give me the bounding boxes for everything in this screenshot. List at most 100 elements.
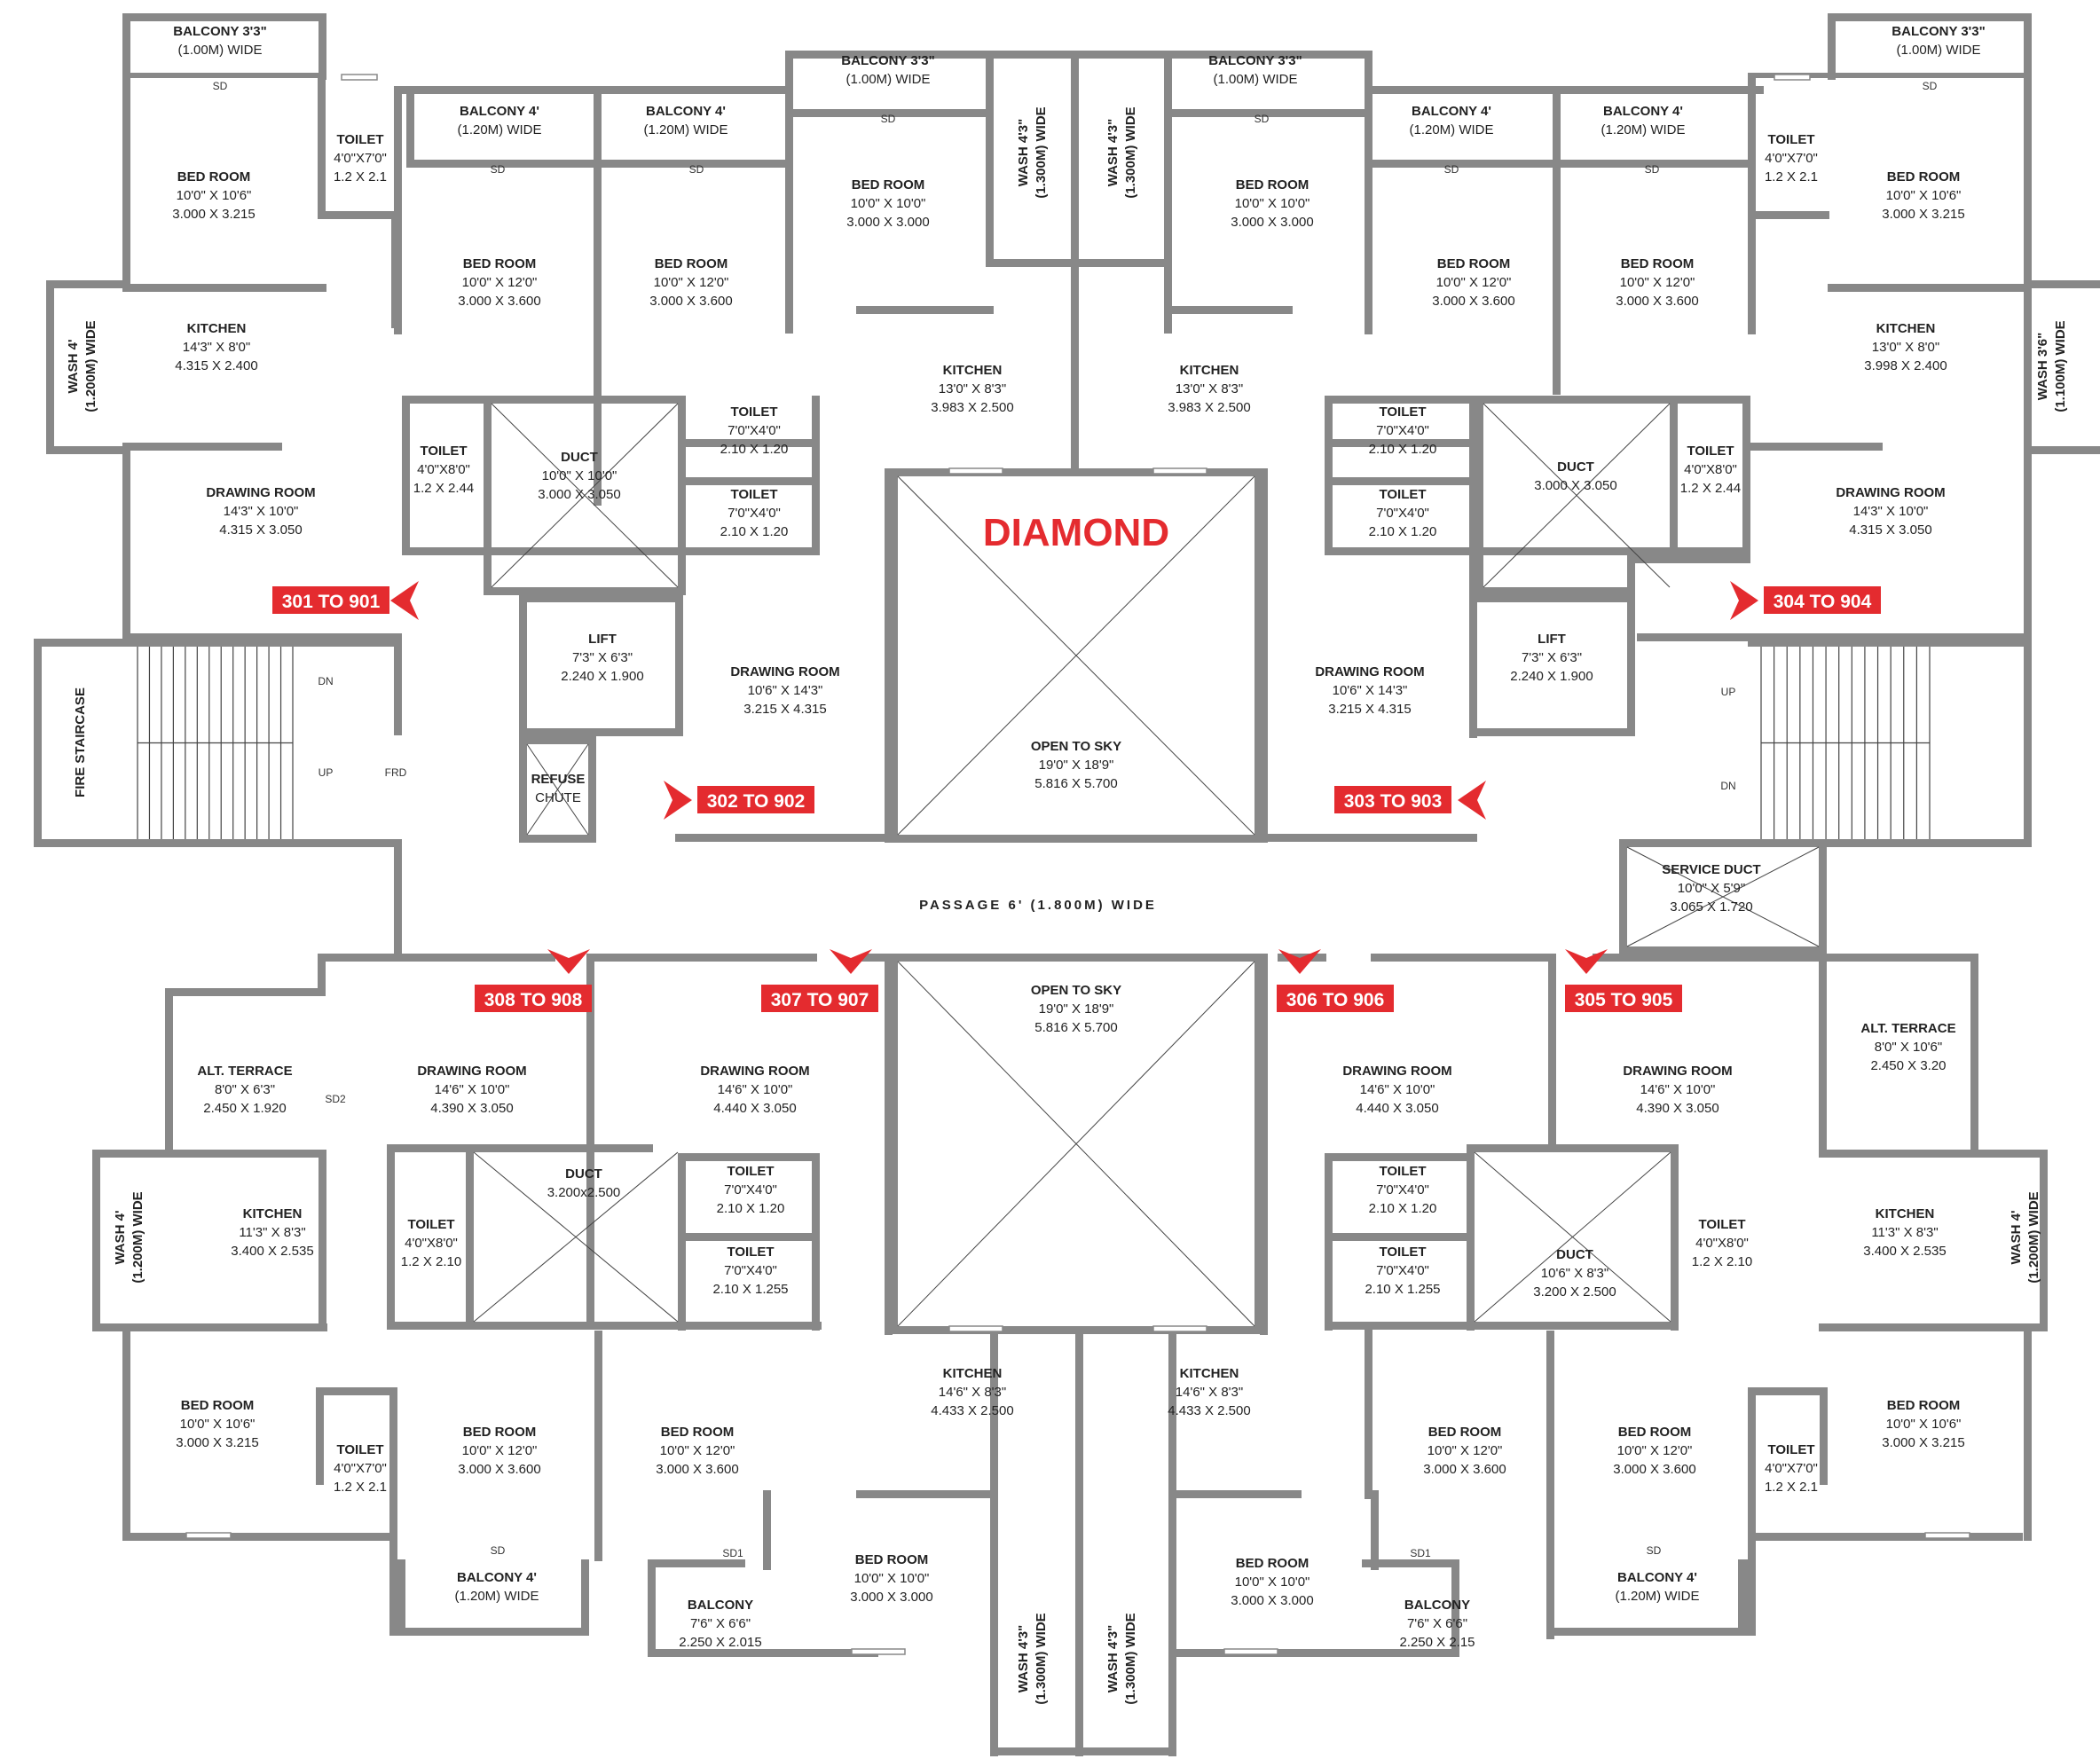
room-balcony-t5: BALCONY 3'3"(1.00M) WIDE: [1208, 53, 1302, 87]
room-toilet-tr-line-0: TOILET: [1767, 132, 1814, 147]
room-bed-b7-line-1: 10'0" X 12'0": [1617, 1443, 1693, 1458]
room-bed-t5-line-0: BED ROOM: [1236, 177, 1310, 192]
room-bed-b4-line-2: 3.000 X 3.000: [850, 1590, 932, 1605]
room-toilet-tr-line-2: 1.2 X 2.1: [1765, 169, 1818, 185]
room-duct-t2-line-0: DUCT: [561, 450, 598, 465]
room-bed-br-line-1: 10'0" X 10'6": [1886, 1417, 1962, 1432]
room-drawing-306-line-1: 14'6" X 10'0": [1360, 1082, 1435, 1097]
room-drawing-307-line-2: 4.440 X 3.050: [713, 1101, 796, 1116]
room-toilet-b7-line-0: TOILET: [1698, 1217, 1745, 1232]
room-open-sky-top-line-2: 5.816 X 5.700: [1034, 776, 1117, 791]
windows: [185, 74, 1970, 1655]
room-drawing-tr-line-2: 4.315 X 3.050: [1849, 522, 1931, 538]
sd-6: SD: [1444, 163, 1459, 176]
room-drawing-303-line-0: DRAWING ROOM: [1315, 664, 1424, 679]
flat-tag-box: [761, 985, 878, 1012]
room-alt-terrace-bl-line-2: 2.450 X 1.920: [203, 1101, 286, 1116]
room-toilet-tr: TOILET 4'0"X7'0" 1.2 X 2.1: [1765, 132, 1818, 185]
room-toilet-tl-line-0: TOILET: [336, 132, 383, 147]
room-balcony-tl-line-0: BALCONY 3'3": [173, 24, 266, 39]
room-drawing-305-line-1: 14'6" X 10'0": [1640, 1082, 1716, 1097]
room-toilet-t3a-line-0: TOILET: [730, 404, 777, 420]
room-kitchen-tl-line-2: 4.315 X 2.400: [175, 358, 257, 373]
wash-bot-r-label: WASH 4'3"(1.300M) WIDE: [1105, 1613, 1138, 1704]
wash-top-l-line-0: WASH 4'3": [1016, 119, 1031, 187]
room-toilet-t6b-line-1: 7'0"X4'0": [1376, 506, 1429, 521]
staircases: [137, 647, 1931, 839]
staircase: [137, 647, 294, 839]
sd-10: SD: [1647, 1544, 1662, 1557]
room-kitchen-tl-line-1: 14'3" X 8'0": [183, 340, 250, 355]
flat-arrow-icon: [547, 949, 590, 974]
wash-tl-line-1: (1.200M) WIDE: [83, 320, 98, 412]
room-toilet-t2-line-1: 4'0"X8'0": [417, 462, 470, 477]
room-drawing-302-line-2: 3.215 X 4.315: [743, 702, 826, 717]
room-toilet-t3a-line-1: 7'0"X4'0": [728, 423, 781, 438]
flat-tag-305: 305 TO 905: [1565, 949, 1682, 1012]
room-kitchen-t4-line-2: 3.983 X 2.500: [931, 400, 1013, 415]
room-bed-b4-line-0: BED ROOM: [855, 1552, 929, 1567]
room-kitchen-bl-line-0: KITCHEN: [243, 1206, 303, 1221]
wash-bot-r-line-1: (1.300M) WIDE: [1123, 1613, 1138, 1704]
passage-label: PASSAGE 6' (1.800M) WIDE: [919, 898, 1157, 913]
room-toilet-b6b-line-0: TOILET: [1379, 1245, 1426, 1260]
room-toilet-b7-line-2: 1.2 X 2.10: [1692, 1254, 1752, 1269]
room-bed-t7-line-0: BED ROOM: [1621, 256, 1695, 271]
room-toilet-b3a-line-1: 7'0"X4'0": [724, 1182, 777, 1198]
room-balcony-tr: BALCONY 3'3"(1.00M) WIDE: [1892, 24, 1985, 58]
room-toilet-b3b-line-0: TOILET: [727, 1245, 774, 1260]
wash-br-line-0: WASH 4': [2009, 1210, 2024, 1264]
room-balcony-b7-line-0: BALCONY 4': [1617, 1570, 1697, 1585]
room-balcony-t7: BALCONY 4'(1.20M) WIDE: [1601, 104, 1685, 137]
fire-staircase-label: FIRE STAIRCASE: [73, 687, 88, 797]
room-open-sky-bottom-line-1: 19'0" X 18'9": [1039, 1001, 1114, 1017]
room-duct-b2-line-1: 3.200x2.500: [547, 1185, 621, 1200]
room-kitchen-br-line-1: 11'3" X 8'3": [1871, 1225, 1938, 1240]
wash-br-line-1: (1.200M) WIDE: [2026, 1191, 2041, 1283]
room-toilet-t6a-line-1: 7'0"X4'0": [1376, 423, 1429, 438]
room-service-duct-line-2: 3.065 X 1.720: [1670, 899, 1752, 915]
room-toilet-b3b-line-2: 2.10 X 1.255: [712, 1282, 788, 1297]
room-balcony-t6: BALCONY 4'(1.20M) WIDE: [1409, 104, 1493, 137]
room-balcony-b6-line-0: BALCONY: [1404, 1598, 1470, 1613]
room-lift-r-line-1: 7'3" X 6'3": [1522, 650, 1582, 665]
room-toilet-tl-line-1: 4'0"X7'0": [334, 151, 387, 166]
sd-8: SD: [1923, 80, 1938, 92]
room-drawing-303-line-1: 10'6" X 14'3": [1333, 683, 1408, 698]
wash-bl-line-1: (1.200M) WIDE: [130, 1191, 146, 1283]
room-toilet-tl-line-2: 1.2 X 2.1: [334, 169, 387, 185]
room-lift-r-line-2: 2.240 X 1.900: [1510, 669, 1593, 684]
room-balcony-t2-line-0: BALCONY 4': [460, 104, 539, 119]
frd: FRD: [385, 766, 407, 779]
room-bed-b5-line-2: 3.000 X 3.000: [1231, 1593, 1313, 1608]
room-bed-t6-line-2: 3.000 X 3.600: [1432, 294, 1514, 309]
wash-bl-label: WASH 4'(1.200M) WIDE: [113, 1191, 146, 1283]
room-drawing-308-line-2: 4.390 X 3.050: [430, 1101, 513, 1116]
room-toilet-tr-line-1: 4'0"X7'0": [1765, 151, 1818, 166]
room-kitchen-tr-line-0: KITCHEN: [1876, 321, 1936, 336]
room-toilet-tl: TOILET 4'0"X7'0" 1.2 X 2.1: [334, 132, 387, 185]
room-kitchen-tr-line-1: 13'0" X 8'0": [1872, 340, 1939, 355]
wash-bot-r-line-0: WASH 4'3": [1105, 1625, 1121, 1693]
room-alt-terrace-br-line-1: 8'0" X 10'6": [1875, 1040, 1942, 1055]
flat-arrow-icon: [1730, 581, 1758, 620]
room-bed-bl-line-2: 3.000 X 3.215: [176, 1435, 258, 1450]
wash-top-r-line-1: (1.300M) WIDE: [1123, 106, 1138, 198]
wash-top-l-line-1: (1.300M) WIDE: [1034, 106, 1049, 198]
